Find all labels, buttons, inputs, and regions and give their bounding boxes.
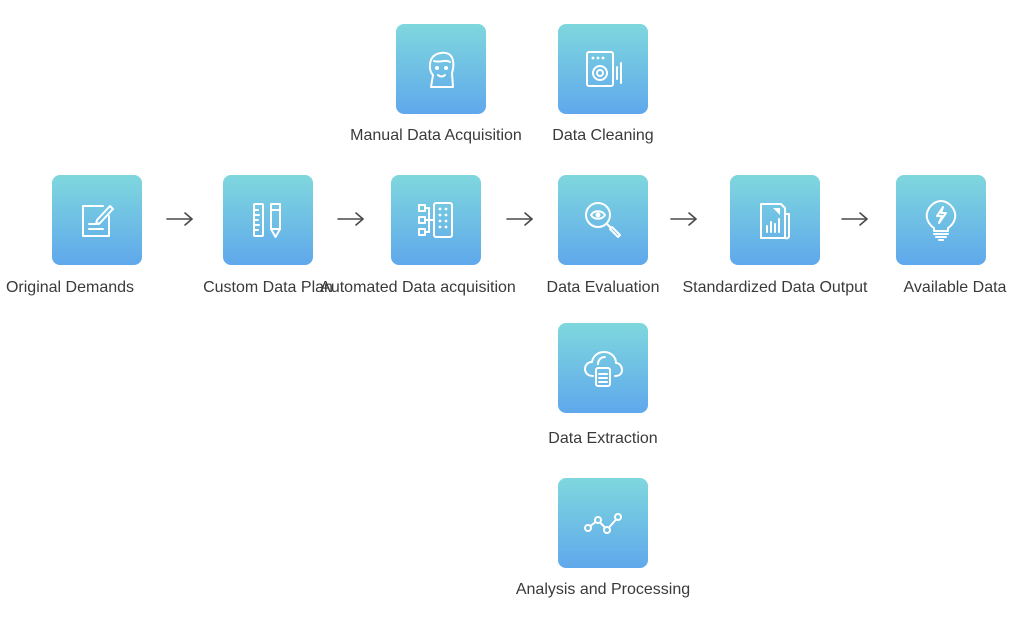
original-demands-node xyxy=(52,175,142,265)
automated-data-acquisition-node xyxy=(391,175,481,265)
data-evaluation-node xyxy=(558,175,648,265)
analysis-processing-label: Analysis and Processing xyxy=(515,581,691,598)
cloud-document-icon xyxy=(584,351,623,387)
custom-data-plan-node xyxy=(223,175,313,265)
arrow-right-icon xyxy=(670,212,697,226)
flow-arrow-4 xyxy=(670,211,698,227)
speaker-device-icon xyxy=(586,51,622,87)
standardized-data-output-label: Standardized Data Output xyxy=(682,279,868,296)
data-cleaning-label: Data Cleaning xyxy=(552,127,654,144)
data-evaluation-label: Data Evaluation xyxy=(546,279,660,296)
line-graph-icon xyxy=(584,513,622,534)
available-data-label: Available Data xyxy=(903,279,1007,296)
manual-data-acquisition-label: Manual Data Acquisition xyxy=(350,127,522,144)
data-extraction-label: Data Extraction xyxy=(548,430,658,447)
available-data-node xyxy=(896,175,986,265)
flow-arrow-2 xyxy=(337,211,365,227)
arrow-right-icon xyxy=(337,212,364,226)
note-edit-icon xyxy=(82,205,114,237)
person-face-icon xyxy=(428,51,455,88)
original-demands-label: Original Demands xyxy=(5,279,135,296)
data-cleaning-node xyxy=(558,24,648,114)
flow-arrow-3 xyxy=(506,211,534,227)
arrow-right-icon xyxy=(841,212,868,226)
analysis-processing-node xyxy=(558,478,648,568)
data-extraction-node xyxy=(558,323,648,413)
custom-data-plan-label: Custom Data Plan xyxy=(203,279,333,296)
lightbulb-icon xyxy=(925,200,957,241)
arrow-right-icon xyxy=(506,212,533,226)
automated-data-acquisition-label: Automated Data acquisition xyxy=(320,279,516,296)
report-document-icon xyxy=(760,203,790,240)
flow-arrow-1 xyxy=(166,211,194,227)
flow-arrow-5 xyxy=(841,211,869,227)
ruler-pencil-icon xyxy=(253,203,281,238)
magnifier-eye-icon xyxy=(585,202,621,238)
standardized-data-output-node xyxy=(730,175,820,265)
manual-data-acquisition-node xyxy=(396,24,486,114)
arrow-right-icon xyxy=(166,212,193,226)
hierarchy-grid-icon xyxy=(418,202,453,238)
